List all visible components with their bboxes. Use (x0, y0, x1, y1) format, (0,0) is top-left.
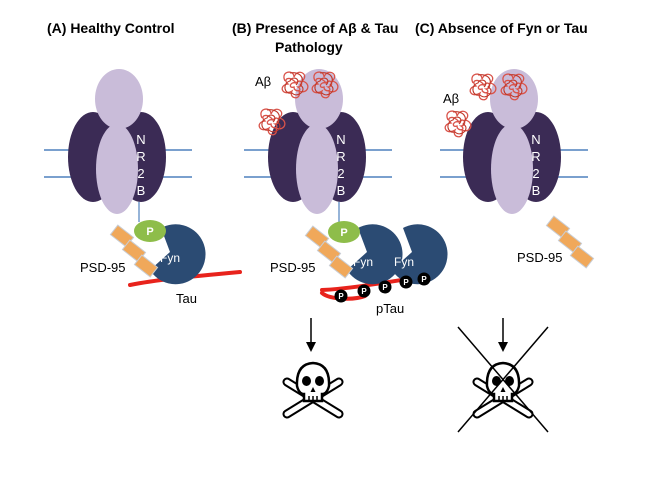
panel-b-receptor-letter: 2 (337, 166, 344, 181)
panel-c-death-outcome (457, 326, 549, 433)
panel-b-nmda-receptor: N R 2 B (268, 69, 366, 222)
panel-a-receptor-letter: N (136, 132, 145, 147)
panel-a-phospho-label: P (146, 226, 153, 238)
panel-c-receptor-letter: 2 (532, 166, 539, 181)
skull-crossbones-icon (477, 363, 529, 414)
panel-a-title: (A) Healthy Control (47, 20, 175, 36)
panel-c-arrow (498, 318, 508, 352)
panel-c-receptor-letter: N (531, 132, 540, 147)
panel-b-phospho-label: P (340, 227, 347, 239)
panel-a-receptor-letter: R (136, 149, 145, 164)
panel-a-nmda-receptor: N R 2 B (68, 69, 166, 222)
panel-b-psd95-label: PSD-95 (270, 260, 316, 275)
tau-phospho-mark: P (421, 275, 427, 284)
tau-phospho-mark: P (382, 283, 388, 292)
panel-b-title: (B) Presence of Aβ & Tau (232, 20, 398, 36)
panel-b-fyn-label: Fyn (394, 255, 414, 269)
panel-c-psd95 (545, 215, 595, 269)
panel-c-receptor-letter: R (531, 149, 540, 164)
panel-c-nmda-receptor: N R 2 B (463, 69, 561, 214)
panel-b-pathology: (B) Presence of Aβ & Tau Pathology Aβ N … (232, 20, 448, 414)
panel-b-fyn-kinase: Fyn Fyn (347, 224, 448, 285)
panel-c-psd95-label: PSD-95 (517, 250, 563, 265)
panel-c-absence: (C) Absence of Fyn or Tau Aβ N R 2 B PS (415, 20, 595, 433)
panel-b-tau-phosphorylation-marks: P P P P P (334, 272, 431, 303)
panel-a-tau-label: Tau (176, 291, 197, 306)
skull-crossbones-icon (287, 363, 339, 414)
panel-b-phospho-group: P (328, 221, 360, 243)
tau-phospho-mark: P (361, 287, 367, 296)
panel-a-receptor-letter: B (137, 183, 146, 198)
panel-b-arrow (306, 318, 316, 352)
panel-a-psd95 (109, 224, 159, 278)
panel-a-healthy-control: (A) Healthy Control N R 2 B Fyn P (44, 20, 242, 306)
panel-a-psd95-label: PSD-95 (80, 260, 126, 275)
panel-c-abeta-label: Aβ (443, 91, 459, 106)
panel-b-ptau-label: pTau (376, 301, 404, 316)
panel-a-fyn-kinase: Fyn (150, 224, 206, 285)
tau-phospho-mark: P (403, 278, 409, 287)
panel-b-death-outcome (287, 363, 339, 414)
cross-out-icon (457, 326, 549, 433)
panel-a-fyn-label: Fyn (160, 251, 180, 265)
panel-a-receptor-letter: 2 (137, 166, 144, 181)
panel-b-receptor-letter: B (337, 183, 346, 198)
panel-b-abeta-label: Aβ (255, 74, 271, 89)
panel-b-psd95 (304, 225, 354, 279)
panel-b-receptor-letter: R (336, 149, 345, 164)
tau-phospho-mark: P (338, 292, 344, 301)
panel-b-fyn-label: Fyn (353, 255, 373, 269)
panel-b-receptor-letter: N (336, 132, 345, 147)
panel-c-receptor-letter: B (532, 183, 541, 198)
panel-b-title-line2: Pathology (275, 39, 343, 55)
panel-a-phospho-group: P (134, 220, 166, 242)
panel-c-title: (C) Absence of Fyn or Tau (415, 20, 588, 36)
